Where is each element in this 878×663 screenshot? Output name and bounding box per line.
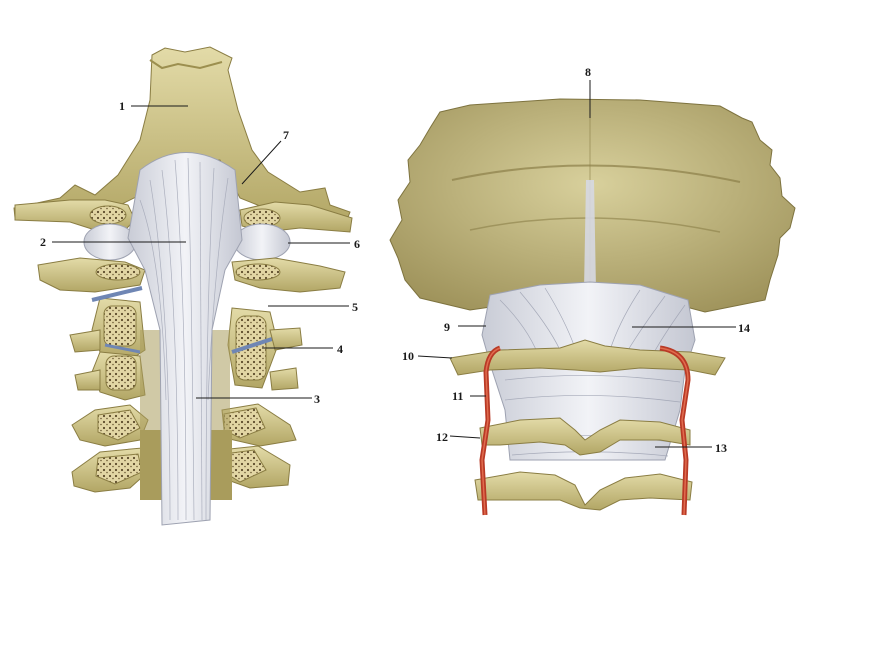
label-1: 1 (119, 99, 125, 113)
label-6: 6 (354, 237, 360, 251)
label-13: 13 (715, 441, 727, 455)
atlas-arch (449, 339, 726, 376)
tectorial-membrane (127, 152, 243, 526)
left-figure (13, 46, 353, 526)
label-11: 11 (452, 389, 463, 403)
label-8: 8 (585, 65, 591, 79)
label-2: 2 (40, 235, 46, 249)
label-12: 12 (436, 430, 448, 444)
joint-capsule-right (233, 223, 291, 261)
right-figure (389, 98, 796, 516)
label-14: 14 (738, 321, 750, 335)
label-5: 5 (352, 300, 358, 314)
vertebra-c3-posterior (474, 471, 693, 511)
label-9: 9 (444, 320, 450, 334)
axis-arch (479, 417, 691, 456)
label-3: 3 (314, 392, 320, 406)
label-10: 10 (402, 349, 414, 363)
label-7: 7 (283, 128, 289, 142)
labels: 1 2 3 4 5 6 7 8 9 10 11 12 13 14 (40, 65, 750, 455)
leader-lines (52, 80, 736, 448)
label-4: 4 (337, 342, 343, 356)
